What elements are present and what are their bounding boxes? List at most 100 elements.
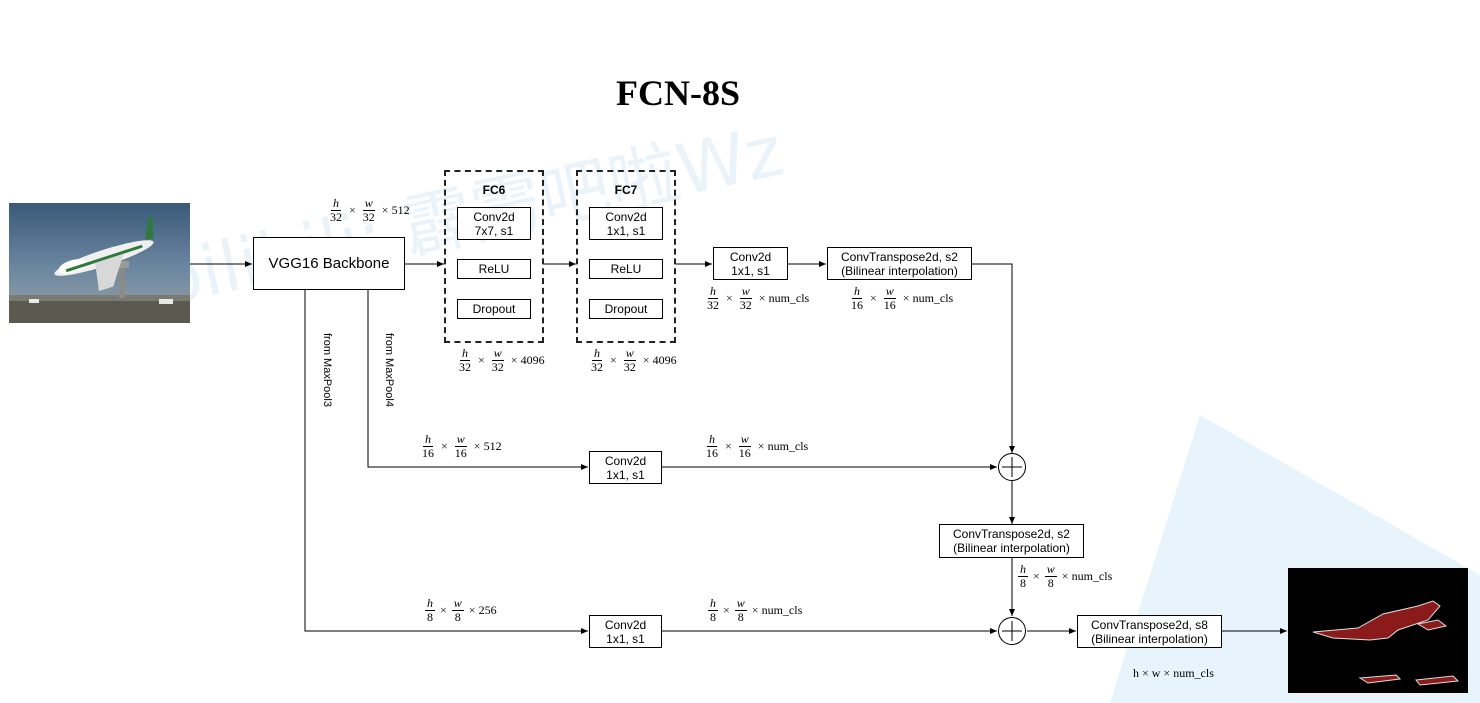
- height-denominator: 8: [1020, 576, 1026, 590]
- fc6-relu-box: ReLU: [457, 259, 531, 279]
- width-denominator: 32: [491, 360, 504, 374]
- height-denominator: 32: [330, 210, 342, 224]
- pool4-conv-box: Conv2d 1x1, s1: [589, 451, 662, 484]
- fc7-conv-line1: Conv2d: [605, 209, 647, 224]
- vgg16-backbone-box: VGG16 Backbone: [253, 237, 405, 290]
- channels: num_cls: [1071, 569, 1113, 583]
- pool3-conv-line1: Conv2d: [604, 617, 647, 632]
- channels: 512: [391, 203, 410, 217]
- backbone-label: VGG16 Backbone: [268, 254, 390, 272]
- times-sign: ×: [723, 603, 730, 617]
- width-denominator: 32: [362, 210, 375, 224]
- label-from-maxpool4: from MaxPool4: [383, 333, 395, 407]
- height-numerator: h: [852, 284, 862, 299]
- width-numerator: w: [362, 196, 375, 211]
- upsample-3-box: ConvTranspose2d, s8 (Bilinear interpolat…: [1077, 615, 1222, 648]
- channels: num_cls: [912, 291, 954, 305]
- height-numerator: h: [423, 432, 433, 447]
- score-conv-line1: Conv2d: [729, 249, 772, 264]
- times-sign: ×: [510, 353, 518, 367]
- fc7-container: [576, 170, 676, 343]
- width-numerator: w: [454, 432, 467, 447]
- times-sign: ×: [870, 291, 877, 305]
- times-sign: ×: [478, 353, 485, 367]
- times-sign: ×: [725, 439, 732, 453]
- pool3-conv-box: Conv2d 1x1, s1: [589, 615, 662, 648]
- height-denominator: 16: [706, 446, 718, 460]
- upsample-1-line2: (Bilinear interpolation): [841, 263, 958, 278]
- channels: num_cls: [767, 439, 809, 453]
- label-from-maxpool3: from MaxPool3: [321, 333, 333, 407]
- times-sign: ×: [610, 353, 617, 367]
- width-denominator: 32: [739, 298, 752, 312]
- height-numerator: h: [707, 432, 717, 447]
- add-node-2: [998, 617, 1026, 645]
- channels: 4096: [652, 353, 677, 367]
- score-conv-box: Conv2d 1x1, s1: [713, 247, 788, 280]
- fc7-conv-line2: 1x1, s1: [606, 223, 646, 238]
- width-numerator: w: [1044, 562, 1057, 577]
- times-sign: ×: [440, 603, 447, 617]
- width-numerator: w: [734, 596, 747, 611]
- width-denominator: 8: [454, 610, 461, 624]
- height-numerator: h: [592, 346, 602, 361]
- height-denominator: 16: [851, 298, 863, 312]
- fc7-dropout-box: Dropout: [589, 299, 663, 319]
- height-numerator: h: [708, 284, 718, 299]
- times-sign: ×: [1061, 569, 1069, 583]
- fc6-conv-box: Conv2d 7x7, s1: [457, 207, 531, 240]
- fc7-conv-box: Conv2d 1x1, s1: [589, 207, 663, 240]
- fc7-relu-label: ReLU: [610, 262, 642, 276]
- fc6-container: [444, 170, 544, 343]
- pool4-conv-line2: 1x1, s1: [606, 467, 645, 482]
- score-conv-line2: 1x1, s1: [731, 263, 770, 278]
- add-node-1: [998, 453, 1026, 481]
- times-sign: ×: [902, 291, 910, 305]
- times-sign: ×: [726, 291, 733, 305]
- height-denominator: 8: [710, 610, 716, 624]
- channels: 512: [483, 439, 502, 453]
- height-numerator: h: [331, 196, 341, 211]
- channels: num_cls: [768, 291, 810, 305]
- times-sign: ×: [758, 291, 766, 305]
- upsample-2-line2: (Bilinear interpolation): [953, 541, 1070, 555]
- upsample-2-line1: ConvTranspose2d, s2: [953, 527, 1070, 541]
- width-denominator: 16: [454, 446, 467, 460]
- width-denominator: 8: [1047, 576, 1054, 590]
- width-denominator: 32: [623, 360, 636, 374]
- width-numerator: w: [491, 346, 504, 361]
- upsample-3-line2: (Bilinear interpolation): [1091, 631, 1208, 646]
- times-sign: ×: [473, 439, 481, 453]
- output-segmentation: [1288, 568, 1468, 693]
- width-numerator: w: [739, 284, 752, 299]
- width-numerator: w: [883, 284, 896, 299]
- upsample-1-box: ConvTranspose2d, s2 (Bilinear interpolat…: [827, 247, 972, 280]
- times-sign: ×: [642, 353, 650, 367]
- times-sign: ×: [349, 203, 356, 217]
- channels: 256: [478, 603, 497, 617]
- height-numerator: h: [425, 596, 435, 611]
- width-denominator: 8: [737, 610, 744, 624]
- channels: 4096: [520, 353, 545, 367]
